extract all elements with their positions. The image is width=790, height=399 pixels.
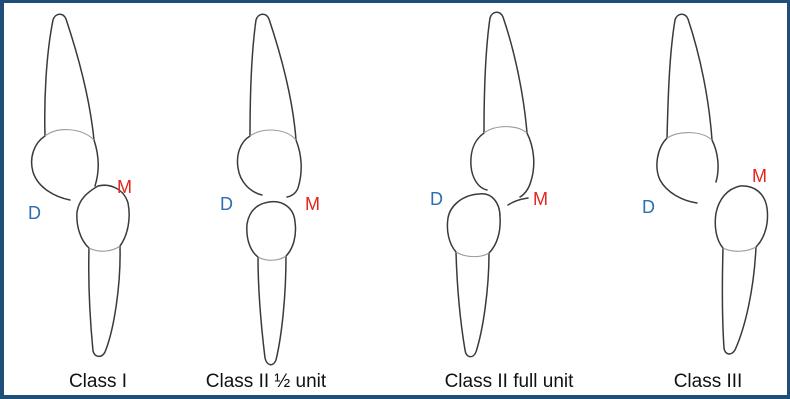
mesial-label: M: [533, 189, 548, 209]
lower-canine-cej: [723, 247, 756, 251]
upper-canine-outline: [32, 14, 99, 200]
upper-canine-cej: [250, 130, 296, 140]
upper-canine-outline: [657, 14, 718, 203]
caption: Class II full unit: [445, 371, 575, 392]
distal-label: D: [28, 203, 41, 223]
caption: Class II ½ unit: [206, 371, 327, 392]
lower-canine-outline: [715, 186, 767, 354]
upper-canine: [238, 14, 302, 197]
upper-canine-outline: [238, 14, 302, 197]
panel-class-3: M D Class III: [642, 14, 768, 392]
lower-canine: [77, 185, 129, 356]
upper-canine: [32, 14, 99, 200]
lower-canine-cej: [456, 252, 489, 257]
lower-canine-cej: [258, 256, 286, 260]
contact-gap: [508, 198, 528, 205]
panel-class-2-half: M D Class II ½ unit: [206, 14, 327, 392]
lower-canine: [447, 194, 500, 357]
caption: Class III: [674, 371, 743, 392]
panel-class-2-full: M D Class II full unit: [430, 12, 574, 392]
lower-canine-cej: [89, 246, 120, 251]
panel-class-1: M D Class I: [28, 14, 132, 392]
upper-canine-cej: [667, 133, 712, 140]
mesial-label: M: [117, 177, 132, 197]
lower-canine-outline: [247, 202, 296, 365]
mesial-label: M: [305, 194, 320, 214]
upper-canine-cej: [45, 130, 94, 140]
distal-label: D: [220, 194, 233, 214]
lower-canine: [715, 186, 767, 354]
distal-label: D: [642, 197, 655, 217]
lower-canine: [247, 202, 296, 365]
upper-canine: [471, 12, 534, 197]
distal-label: D: [430, 189, 443, 209]
caption: Class I: [69, 371, 127, 392]
upper-canine-outline: [471, 12, 534, 197]
upper-canine: [657, 14, 718, 203]
lower-canine-outline: [447, 194, 500, 357]
mesial-label: M: [752, 166, 767, 186]
lower-canine-outline: [77, 185, 129, 356]
upper-canine-cej: [484, 127, 527, 133]
